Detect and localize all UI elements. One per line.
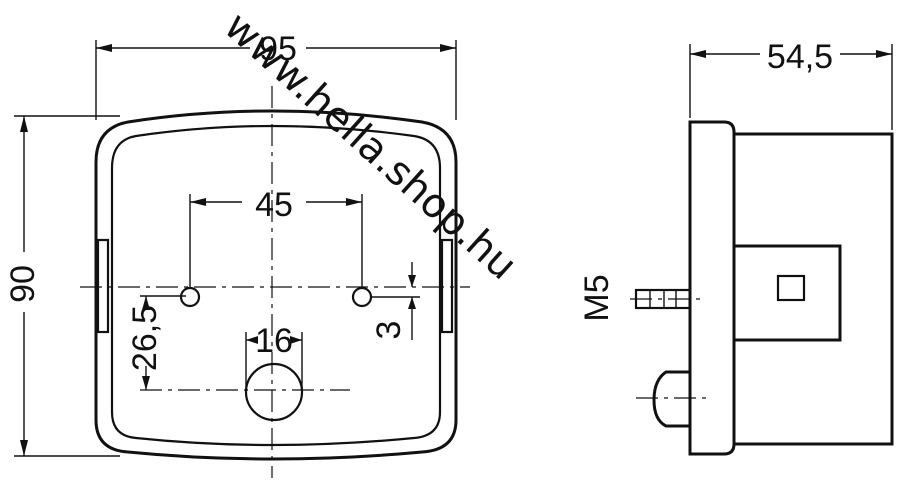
hole-spacing-label: 45 — [255, 186, 293, 224]
depth-label: 54,5 — [767, 38, 833, 76]
hole-to-bottom-label: 26,5 — [126, 305, 164, 371]
height-label: 90 — [4, 265, 42, 303]
width-label: 95 — [259, 30, 297, 68]
side-body — [732, 132, 894, 446]
dimension-hole-to-bottom: 26,5 — [126, 295, 186, 390]
thread-label: M5 — [578, 274, 616, 321]
lens-window — [244, 362, 304, 422]
front-view — [80, 86, 470, 478]
side-flange — [688, 120, 736, 456]
dimension-hole-spacing: 45 — [189, 186, 363, 288]
hole-offset-label: 3 — [370, 321, 408, 340]
side-boss-window — [776, 274, 806, 302]
side-mounting-boss — [734, 244, 842, 342]
watermark-text: www.hella.shop.hu — [215, 3, 525, 289]
dimension-depth: 54,5 — [689, 38, 893, 130]
front-housing-outer — [94, 109, 458, 461]
side-connector-nub — [652, 370, 690, 428]
front-housing-inner — [110, 124, 442, 447]
dimension-hole-offset: 3 — [370, 262, 420, 340]
thread-callout: M5 — [578, 274, 616, 321]
dimension-width: 95 — [95, 30, 457, 120]
mounting-hole-right — [351, 286, 373, 308]
mounting-hole-left — [179, 286, 201, 308]
dimension-height: 90 — [4, 115, 120, 457]
side-view — [630, 120, 894, 456]
dimension-lens-width: 16 — [245, 322, 303, 390]
lens-width-label: 16 — [255, 322, 293, 360]
right-side-tab — [440, 238, 454, 334]
left-side-tab — [96, 238, 110, 334]
